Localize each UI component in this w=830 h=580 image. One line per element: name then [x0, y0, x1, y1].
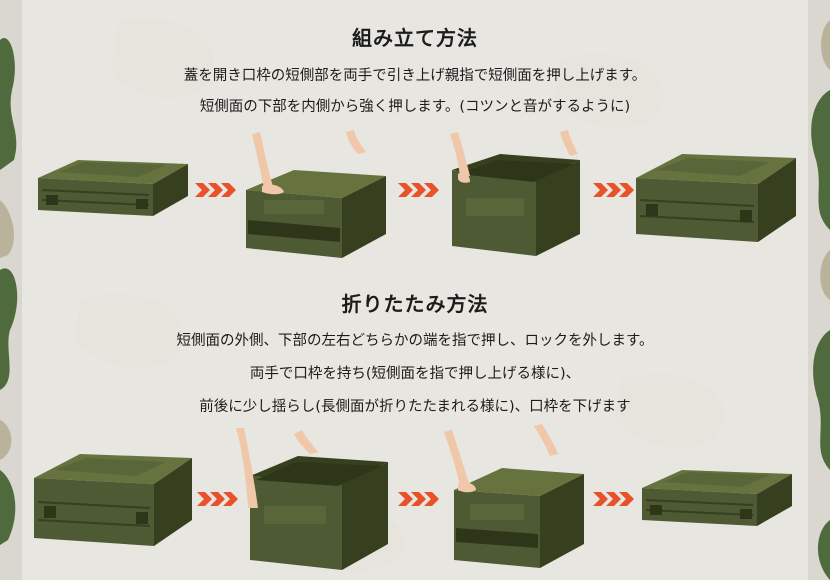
step-arrow-icon — [398, 183, 439, 197]
folding-title: 折りたたみ方法 — [341, 292, 489, 316]
folding-line-1: 短側面の外側、下部の左右どちらかの端を指で押し、ロックを外します。 — [176, 333, 654, 349]
assembly-line-2: 短側面の下部を内側から強く押します。(コツンと音がするように) — [199, 99, 631, 115]
step-arrow-icon — [593, 492, 634, 506]
step-arrow-icon — [398, 492, 439, 506]
unlocking-short-side-image — [236, 428, 388, 570]
folded-container-image — [38, 160, 188, 216]
step-arrow-icon — [195, 183, 236, 197]
assembly-title: 組み立て方法 — [352, 26, 478, 50]
pressing-short-side-image — [450, 130, 580, 256]
assembled-container-image — [34, 454, 192, 546]
folded-container-image — [642, 470, 792, 526]
step-arrow-icon — [593, 183, 634, 197]
lowering-frame-image — [444, 424, 584, 568]
lifting-short-sides-image — [246, 130, 386, 258]
assembled-container-image — [636, 154, 796, 242]
step-arrow-icon — [197, 492, 238, 506]
folding-line-2: 両手で口枠を持ち(短側面を指で押し上げる様に)、 — [249, 366, 581, 382]
folding-line-3: 前後に少し揺らし(長側面が折りたたまれる様に)、口枠を下げます — [199, 399, 631, 415]
assembly-line-1: 蓋を開き口枠の短側部を両手で引き上げ親指で短側面を押し上げます。 — [183, 68, 647, 84]
